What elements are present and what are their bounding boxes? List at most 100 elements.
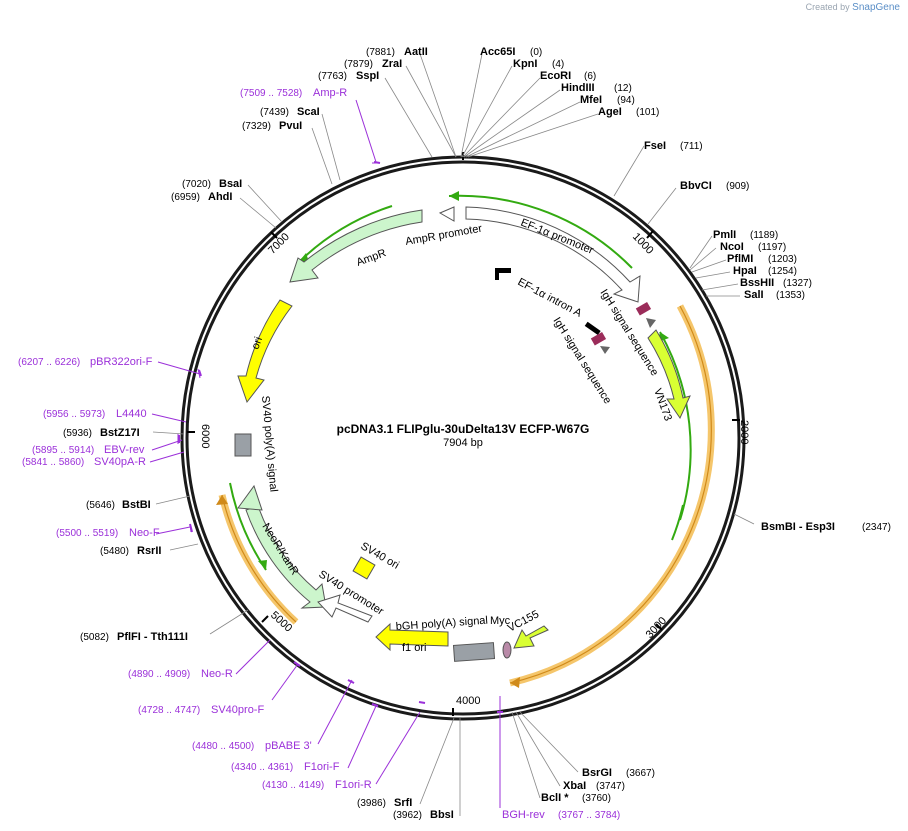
svg-text:BstZ17I: BstZ17I — [100, 427, 140, 439]
svg-text:Neo-F: Neo-F — [129, 527, 160, 539]
label-bgh-polya: bGH poly(A) signal — [395, 615, 488, 633]
svg-text:SrfI: SrfI — [394, 797, 412, 809]
label-igh-signal-2: IgH signal sequence — [550, 315, 613, 406]
svg-text:(94): (94) — [617, 95, 635, 106]
svg-text:EBV-rev: EBV-rev — [104, 444, 145, 456]
svg-text:(7881): (7881) — [366, 47, 395, 58]
site-pvui: (7329)PvuI — [242, 120, 302, 132]
site-bstz17i: (5936) BstZ17I — [63, 427, 140, 439]
site-bsai: (7020) BsaI — [182, 178, 242, 190]
bgh-polya-box — [452, 642, 496, 662]
svg-text:(101): (101) — [636, 107, 659, 118]
svg-text:BbsI: BbsI — [430, 809, 454, 821]
label-ampr-promoter: AmpR promoter — [404, 223, 483, 248]
primer-bgh-rev: BGH-rev (3767 .. 3784) — [502, 809, 620, 821]
site-leaders — [152, 53, 755, 816]
label-myc: Myc — [490, 615, 511, 627]
igh-signal-1 — [635, 302, 652, 316]
svg-text:(5082): (5082) — [80, 632, 109, 643]
svg-text:2000: 2000 — [738, 420, 750, 444]
svg-text:(6207 .. 6226): (6207 .. 6226) — [18, 357, 80, 368]
svg-text:(7509 .. 7528): (7509 .. 7528) — [240, 88, 302, 99]
svg-text:ZraI: ZraI — [382, 58, 402, 70]
svg-text:BsmBI - Esp3I: BsmBI - Esp3I — [761, 521, 835, 533]
svg-text:RsrII: RsrII — [137, 545, 161, 557]
svg-text:BstBI: BstBI — [122, 499, 151, 511]
svg-text:Acc65I: Acc65I — [480, 46, 515, 58]
svg-text:(4): (4) — [552, 59, 564, 70]
primer-pbr322ori-f: (6207 .. 6226)pBR322ori-F — [18, 356, 153, 368]
svg-text:Amp-R: Amp-R — [313, 87, 347, 99]
svg-text:(4728 .. 4747): (4728 .. 4747) — [138, 705, 200, 716]
site-labels: (7881)AatII (7879)ZraI (7763)SspI Acc65I… — [63, 46, 891, 821]
svg-text:BssHII: BssHII — [740, 277, 774, 289]
svg-text:L4440: L4440 — [116, 408, 147, 420]
svg-text:(4890 .. 4909): (4890 .. 4909) — [128, 669, 190, 680]
label-ef1a-promoter: EF-1α promoter — [519, 217, 595, 257]
myc-tag — [502, 641, 512, 659]
label-sv40-polya: SV40 poly(A) signal — [259, 395, 279, 492]
site-mfei: MfeI (94) — [580, 94, 635, 106]
ef1a-intron-marker — [495, 268, 511, 273]
svg-text:KpnI: KpnI — [513, 58, 537, 70]
tick-6000: 6000 — [187, 424, 211, 448]
svg-text:ScaI: ScaI — [297, 106, 320, 118]
svg-text:(3767 .. 3784): (3767 .. 3784) — [558, 810, 620, 821]
primer-ebv-rev: (5895 .. 5914)EBV-rev — [32, 444, 145, 456]
svg-text:(4480 .. 4500): (4480 .. 4500) — [192, 741, 254, 752]
svg-text:SspI: SspI — [356, 70, 379, 82]
svg-text:(909): (909) — [726, 181, 749, 192]
site-pflfi-tth111i: (5082) PflFI - Tth111I — [80, 631, 188, 643]
site-pflmi: PflMI(1203) — [727, 253, 797, 265]
vn173-arrow — [647, 329, 691, 420]
orf-highlights — [216, 304, 715, 688]
site-bbsi: (3962)BbsI — [393, 809, 454, 821]
svg-text:PflFI - Tth111I: PflFI - Tth111I — [117, 631, 188, 643]
svg-text:(7020): (7020) — [182, 179, 211, 190]
svg-text:BbvCI: BbvCI — [680, 180, 712, 192]
site-ecori: EcoRI(6) — [540, 70, 596, 82]
svg-text:4000: 4000 — [456, 695, 480, 707]
site-bcli: BclI *(3760) — [541, 792, 611, 804]
site-xbai: XbaI(3747) — [563, 780, 625, 792]
svg-text:(3760): (3760) — [582, 793, 611, 804]
snapgene-logo: SnapGene — [852, 2, 900, 13]
svg-text:AgeI: AgeI — [598, 106, 622, 118]
svg-text:(711): (711) — [680, 141, 703, 152]
sv40-ori-box — [352, 556, 376, 580]
svg-text:SalI: SalI — [744, 289, 764, 301]
primer-amp-r: (7509 .. 7528) Amp-R — [240, 87, 347, 99]
site-sali: SalI(1353) — [744, 289, 805, 301]
snapgene-credit: Created by SnapGene — [805, 2, 900, 13]
svg-text:(1327): (1327) — [783, 278, 812, 289]
primer-f1ori-f: (4340 .. 4361)F1ori-F — [231, 761, 340, 773]
site-ncoi: NcoI(1197) — [720, 241, 786, 253]
vc155-arrow — [513, 625, 549, 649]
site-kpni: KpnI (4) — [513, 58, 564, 70]
intron-block — [584, 321, 601, 336]
primer-sv40pa-r: (5841 .. 5860)SV40pA-R — [22, 456, 146, 468]
svg-text:(5956 .. 5973): (5956 .. 5973) — [43, 409, 105, 420]
svg-text:BGH-rev: BGH-rev — [502, 809, 545, 821]
svg-text:(2347): (2347) — [862, 522, 891, 533]
svg-text:MfeI: MfeI — [580, 94, 602, 106]
svg-text:(1203): (1203) — [768, 254, 797, 265]
site-sspi: (7763)SspI — [318, 70, 379, 82]
svg-text:F1ori-R: F1ori-R — [335, 779, 372, 791]
scale-ticks: 1000 2000 3000 4000 5000 6000 7000 — [187, 152, 750, 716]
svg-text:(3667): (3667) — [626, 768, 655, 779]
svg-text:(5841 .. 5860): (5841 .. 5860) — [22, 457, 84, 468]
svg-text:(1254): (1254) — [768, 266, 797, 277]
svg-text:XbaI: XbaI — [563, 780, 586, 792]
svg-text:EcoRI: EcoRI — [540, 70, 571, 82]
site-scai: (7439)ScaI — [260, 106, 320, 118]
svg-text:(5936): (5936) — [63, 428, 92, 439]
map-length: 7904 bp — [443, 437, 483, 449]
primer-neo-r: (4890 .. 4909)Neo-R — [128, 668, 233, 680]
label-ef1a-intron: EF-1α intron A — [516, 276, 585, 320]
svg-text:BsrGI: BsrGI — [582, 767, 612, 779]
site-bsshii: BssHII (1327) — [740, 277, 812, 289]
site-hpai: HpaI(1254) — [733, 265, 797, 277]
svg-text:(3986): (3986) — [357, 798, 386, 809]
svg-text:BsaI: BsaI — [219, 178, 242, 190]
